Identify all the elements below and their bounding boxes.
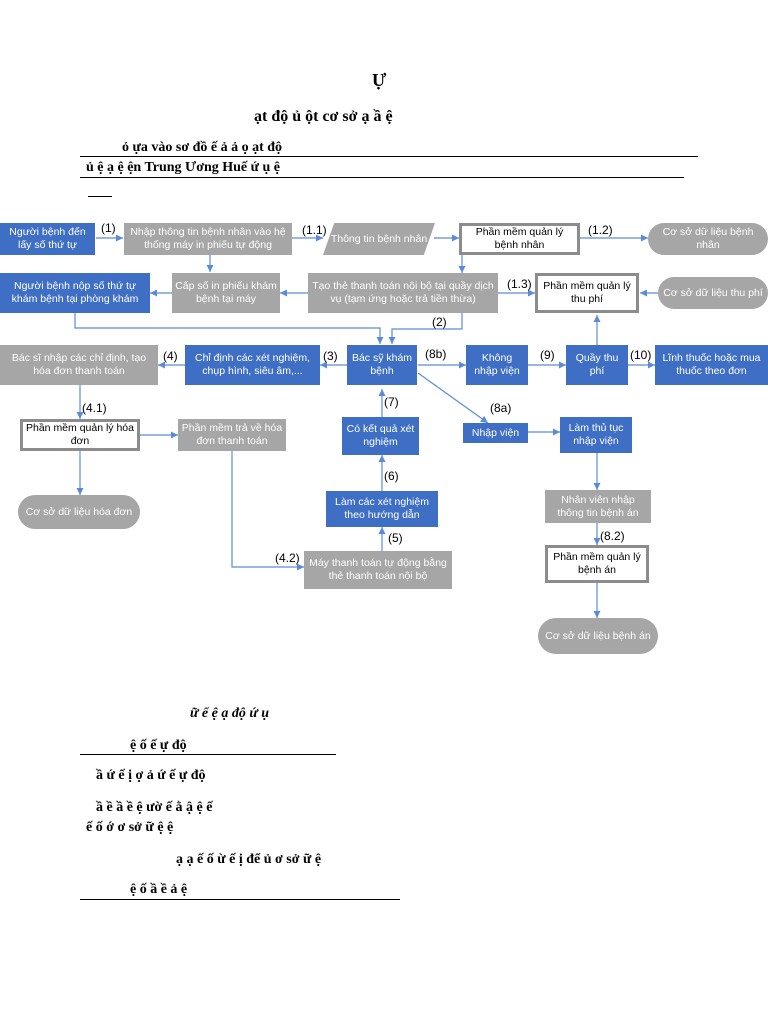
- edge-label-9: (9): [540, 348, 555, 362]
- node-doctor-exam: Bác sỹ khám bệnh: [347, 345, 417, 385]
- caption-underline-3: [88, 196, 112, 197]
- edge-label-6: (6): [384, 469, 399, 483]
- node-do-tests: Làm các xét nghiệm theo hướng dẫn: [326, 491, 438, 527]
- edge-label-4: (4): [163, 349, 178, 363]
- heading-1: ệ ố ế ự độ: [130, 738, 187, 753]
- caption-line-2: ủ ệ ạ ệ ện Trung Ương Huế ứ ụ ệ: [86, 160, 281, 175]
- node-enter-patient-info: Nhập thông tin bệnh nhân vào hệ thống má…: [124, 223, 292, 255]
- edge-label-1: (1): [101, 221, 116, 235]
- node-invoice-db: Cơ sở dữ liệu hóa đơn: [18, 495, 140, 529]
- body-line-4: ế ố ớ ơ sở ữ ệ ệ: [86, 820, 174, 835]
- node-fee-software: Phần mềm quản lý thu phí: [535, 273, 639, 313]
- node-enter-records: Nhân viên nhập thông tin bệnh án: [545, 490, 651, 523]
- edge-label-5: (5): [388, 531, 403, 545]
- body-line-1: ữ ể ệ ạ độ ứ ụ: [190, 706, 269, 721]
- node-get-medicine: Lĩnh thuốc hoặc mua thuốc theo đơn: [655, 345, 768, 385]
- edge-label-10: (10): [630, 348, 652, 362]
- node-patient-info: Thông tin bệnh nhân: [323, 223, 435, 255]
- doc-subtitle: ạt độ ủ ột cơ sở ạ ầ ệ: [254, 108, 393, 125]
- body-line-2: ầ ứ ế ị ợ ả ứ ế ự độ: [96, 768, 206, 783]
- edge-label-4-1: (4.1): [82, 401, 107, 415]
- heading-2: ệ ố ầ ề ả ệ: [130, 882, 188, 897]
- node-print-ticket: Cấp số in phiếu khám bệnh tại máy: [172, 273, 280, 313]
- edge-label-7: (7): [384, 395, 399, 409]
- node-auto-payment: Máy thanh toán tự động bằng thẻ thanh to…: [304, 551, 452, 589]
- caption-underline-2: [80, 177, 684, 178]
- node-invoice-software: Phần mềm quản lý hóa đơn: [20, 419, 140, 451]
- heading-2-underline: [80, 899, 400, 900]
- node-tests-ordered: Chỉ định các xét nghiệm, chụp hình, siêu…: [185, 345, 320, 385]
- doc-title: Ự: [372, 70, 387, 90]
- node-records-software: Phần mềm quản lý bệnh án: [545, 545, 649, 583]
- caption-underline-1: [80, 156, 698, 157]
- node-patient-db: Cơ sở dữ liệu bệnh nhân: [648, 223, 768, 255]
- node-create-card: Tạo thẻ thanh toán nội bộ tại quầy dịch …: [308, 273, 498, 313]
- edge-label-2: (2): [432, 315, 447, 329]
- edge-label-4-2: (4.2): [275, 551, 300, 565]
- node-admission: Nhập viện: [463, 423, 528, 443]
- caption-line-1: ỏ ựa vào sơ đồ ế ả ả ọ ạt độ: [122, 140, 283, 155]
- node-submit-number: Người bệnh nộp số thứ tự khám bệnh tại p…: [0, 273, 150, 313]
- flowchart-arrows: [74, 234, 658, 618]
- body-line-5: ạ ạ ế ố ừ ế ị để ủ ơ sở ữ ệ: [176, 852, 322, 867]
- edge-label-8-2: (8.2): [600, 529, 625, 543]
- node-records-db: Cơ sở dữ liệu bệnh án: [538, 618, 658, 654]
- node-doctor-orders: Bác sĩ nhập các chỉ định, tạo hóa đơn th…: [0, 345, 158, 385]
- node-test-results: Có kết quả xét nghiệm: [342, 417, 419, 455]
- node-cashier: Quầy thu phí: [566, 345, 628, 385]
- edge-label-1-1: (1.1): [302, 223, 327, 237]
- heading-1-underline: [80, 754, 336, 755]
- node-admission-procedure: Làm thủ tục nhập viện: [560, 417, 632, 453]
- edge-label-8b: (8b): [425, 347, 447, 361]
- body-line-3: ầ ề ầ ề ệ ườ ế ằ ậ ệ ế: [96, 800, 213, 815]
- node-fee-db: Cơ sở dữ liệu thu phí: [658, 277, 768, 309]
- edge-label-3: (3): [323, 349, 338, 363]
- flowchart: Người bệnh đến lấy số thứ tự Nhập thông …: [0, 205, 768, 660]
- edge-label-1-2: (1.2): [588, 223, 613, 237]
- node-patient-software: Phần mềm quản lý bệnh nhân: [459, 223, 580, 255]
- edge-label-1-3: (1.3): [507, 277, 532, 291]
- node-return-invoice: Phần mềm trả về hóa đơn thanh toán: [178, 419, 286, 451]
- edge-label-8a: (8a): [490, 401, 512, 415]
- node-patient-queue: Người bệnh đến lấy số thứ tự: [0, 223, 95, 255]
- node-no-admission: Không nhập viện: [466, 345, 528, 385]
